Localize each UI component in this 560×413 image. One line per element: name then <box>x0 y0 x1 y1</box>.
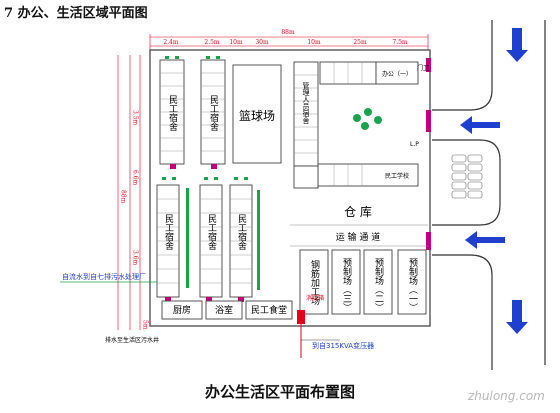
basketball-label: 篮球场 <box>239 108 275 123</box>
dimension-lines <box>117 34 429 330</box>
dim-seg-4: 2.4m <box>163 39 179 46</box>
rebar-shed-label: 钢筋加工场 <box>309 259 320 306</box>
dim-seg-6: 2.5m <box>204 39 220 46</box>
transformer-note: 到自315KVA变压器 <box>312 341 374 350</box>
shed-row <box>299 249 427 315</box>
power-feed <box>297 310 340 358</box>
office-top-label: 办公（一） <box>382 70 412 78</box>
workers-canteen-label: 民工食堂 <box>251 304 287 316</box>
pipe-note: 排水至生活区污水井 <box>105 336 159 344</box>
office-area <box>293 61 419 189</box>
arrow-left-icon <box>465 231 505 249</box>
dim-overall-width: 88m <box>281 29 295 36</box>
greenery-markers <box>162 56 382 290</box>
watermark: zhulong.com <box>468 389 545 403</box>
parking-spaces <box>451 154 483 199</box>
service-row <box>161 300 293 320</box>
dim-seg-10: 3.6m <box>132 250 139 266</box>
dim-seg-5: 10m <box>229 39 243 46</box>
lp-label: L.P <box>410 141 419 148</box>
transport-lane-label: 运 输 通 道 <box>336 231 381 243</box>
dim-seg-3: 25m <box>353 39 367 46</box>
office-column-label: 管理人员宿舍 <box>302 81 310 125</box>
precast-2-label: 预制场（二） <box>373 258 384 312</box>
dorm-label-2: 民工宿舍 <box>208 95 219 132</box>
worker-school-label: 民工学校 <box>385 172 409 180</box>
dorm-label-1: 民工宿舍 <box>167 95 178 132</box>
canteen-label: 厨房 <box>173 304 191 316</box>
dorm-label-3: 民工宿舍 <box>163 214 174 251</box>
dorm-label-4: 民工宿舍 <box>206 214 217 251</box>
site-boundary <box>149 49 431 327</box>
arrow-left-icon <box>460 116 500 134</box>
arrow-down-icon <box>506 28 528 62</box>
diagram-labels: 民工宿舍 民工宿舍 民工宿舍 民工宿舍 民工宿舍 篮球场 厨房 浴室 民工食堂 … <box>62 64 429 350</box>
dorm-room-lines-bottom <box>157 198 252 284</box>
arrow-down-icon <box>506 300 528 334</box>
dim-seg-2: 10m <box>307 39 321 46</box>
warehouse-label: 仓 库 <box>344 204 372 219</box>
security-label: 门卫 <box>417 64 429 72</box>
dim-seg-8: 3.5m <box>132 110 139 126</box>
road <box>432 20 546 370</box>
traffic-arrows <box>460 28 528 334</box>
office-lines <box>294 62 363 186</box>
fixture-markers <box>165 58 431 302</box>
dim-seg-11: 5m <box>142 320 149 330</box>
dorm-room-lines-top <box>160 72 225 152</box>
dim-seg-1: 30m <box>255 39 269 46</box>
dim-seg-9: 6.6m <box>132 170 139 186</box>
dim-overall-height: 88m <box>120 190 127 204</box>
precast-1-label: 预制场（一） <box>407 258 418 312</box>
page-title: 7 办公、生活区域平面图 <box>4 6 148 21</box>
basketball-court <box>232 64 282 164</box>
bathroom-label: 浴室 <box>215 304 233 316</box>
figure-caption: 办公生活区平面布置图 <box>204 383 355 401</box>
precast-3-label: 预制场（三） <box>341 258 352 312</box>
dorm-label-5: 民工宿舍 <box>236 214 247 251</box>
dimension-labels: 88m 30m 10m 25m 2.4m 10m 2.5m 7.5m 3.5m … <box>120 29 408 330</box>
dim-seg-7: 7.5m <box>392 39 408 46</box>
sewage-note: 自流水到自七排污水处理厂 <box>62 272 146 281</box>
fire-box-note: 消防箱 <box>306 294 324 302</box>
